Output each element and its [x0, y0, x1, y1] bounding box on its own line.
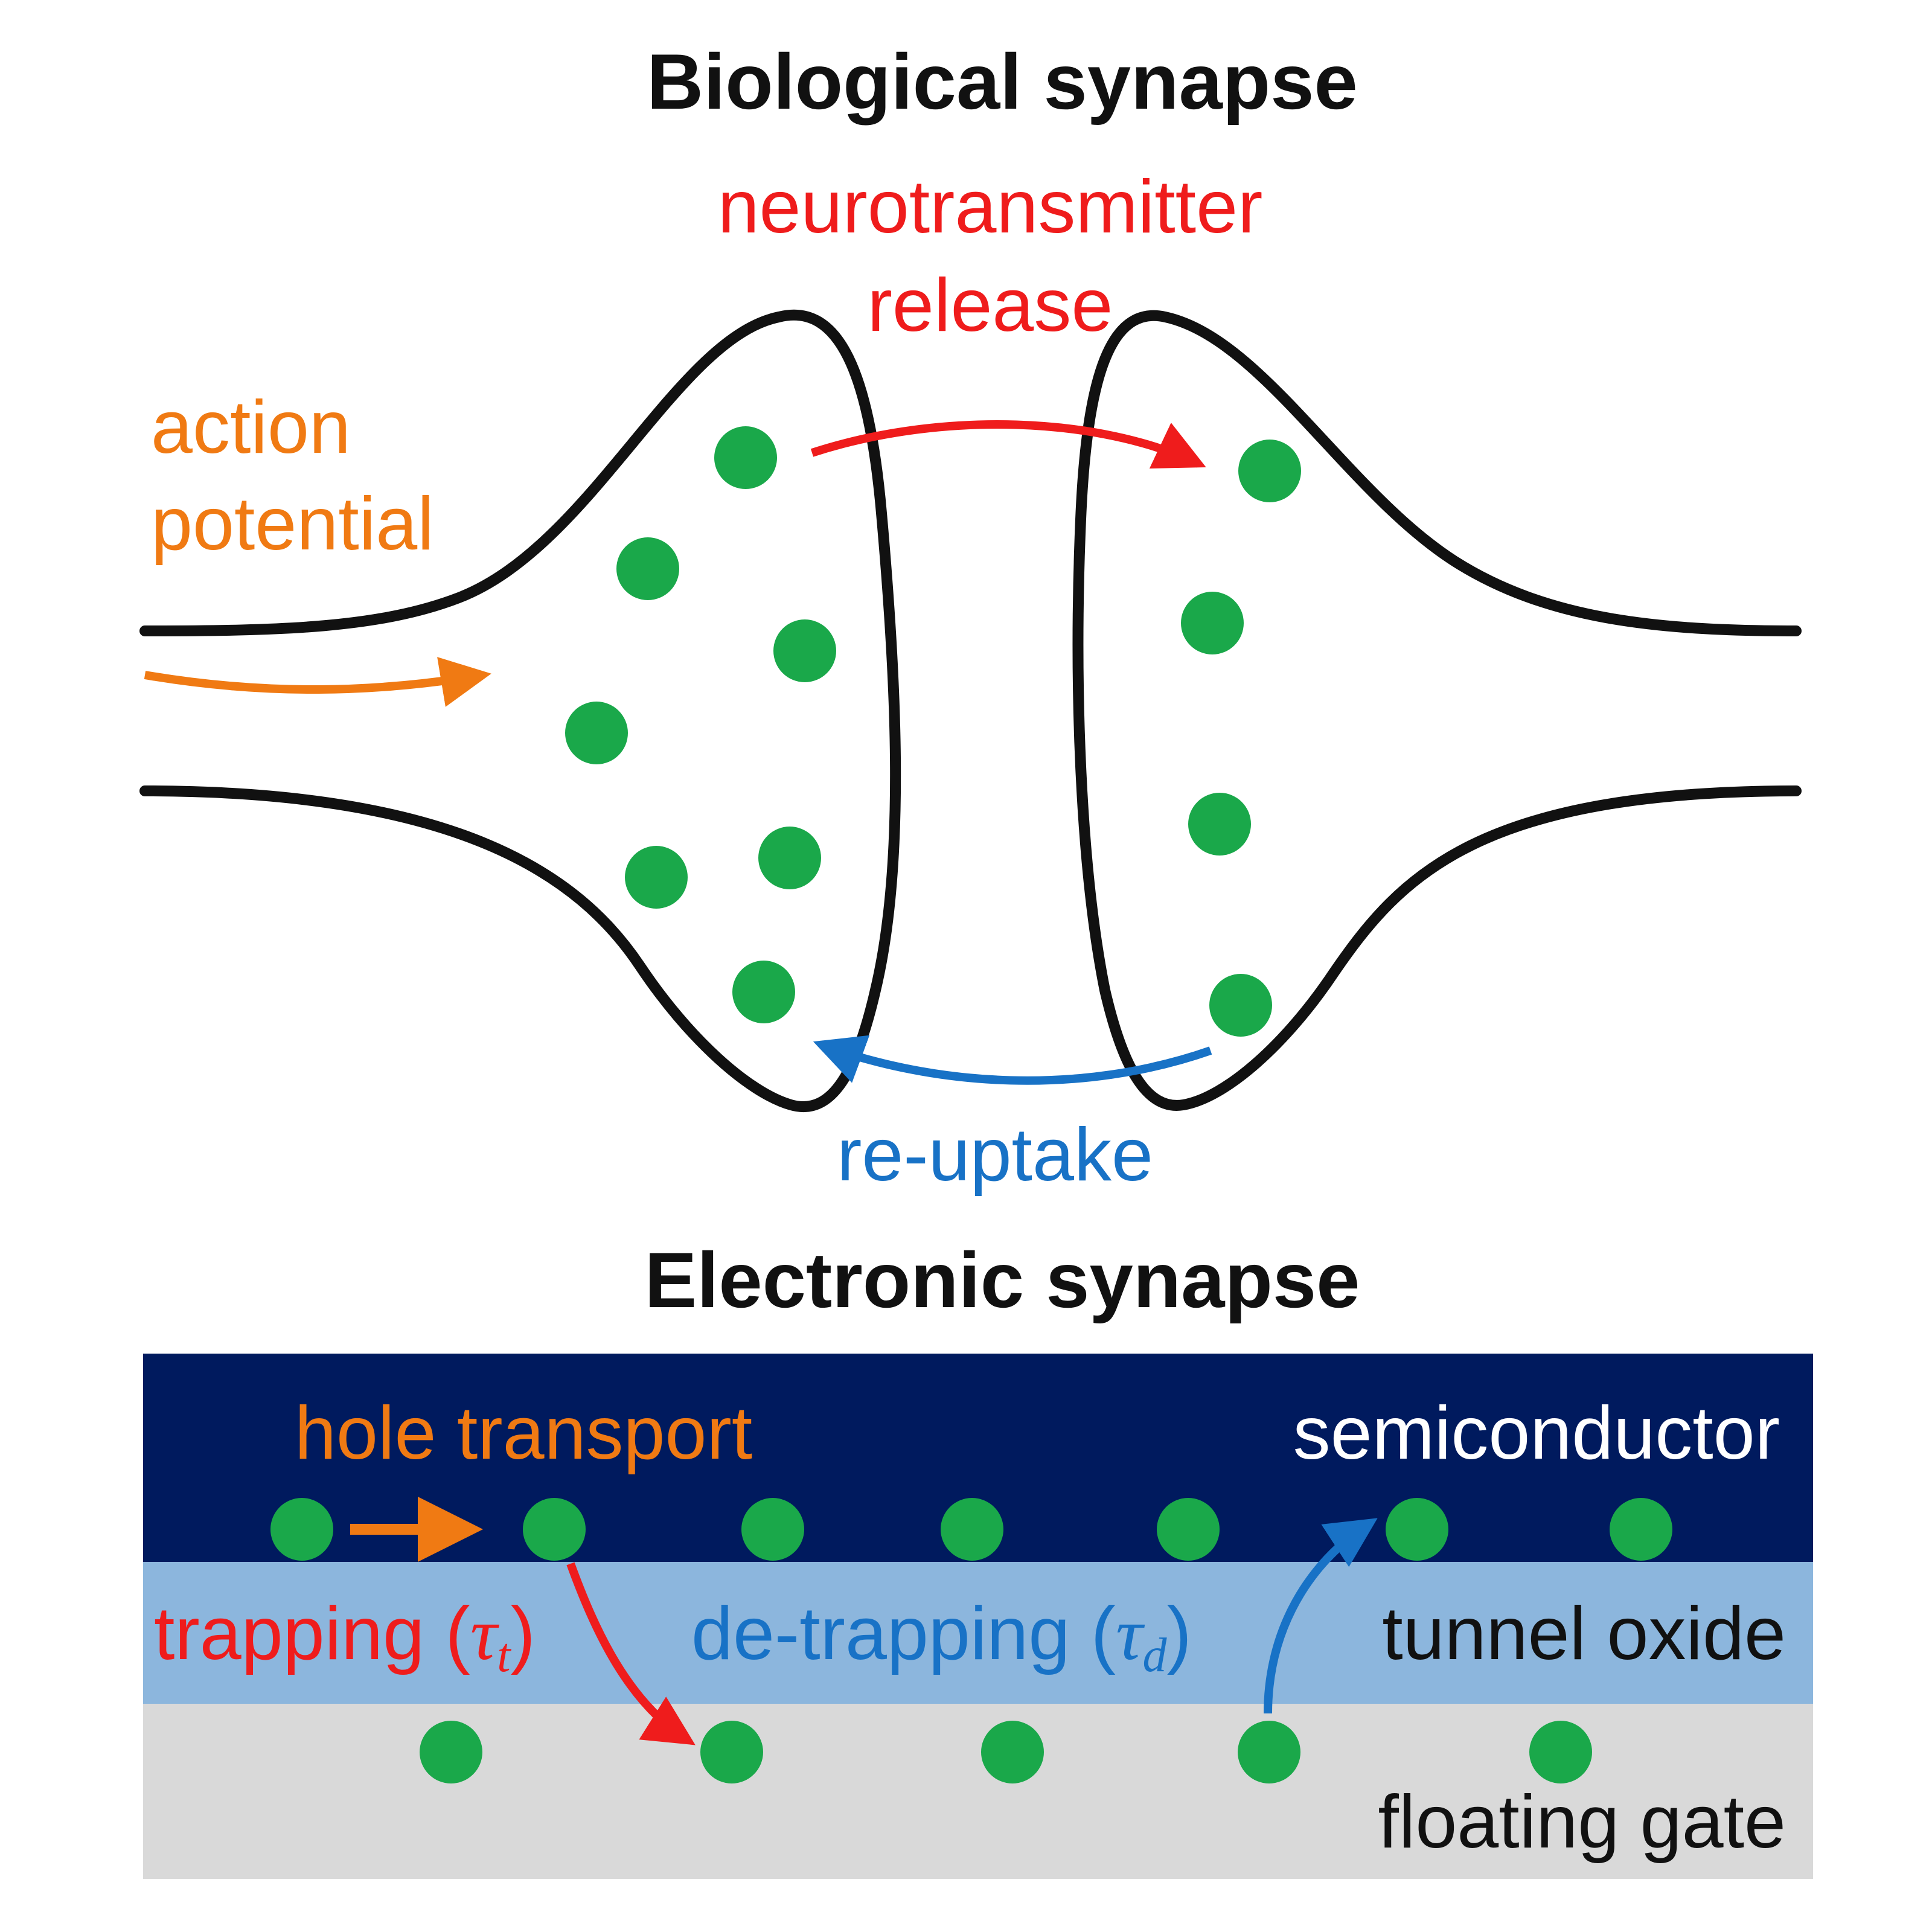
- semiconductor-charges: [270, 1498, 1672, 1561]
- tunnel-oxide-label: tunnel oxide: [1382, 1592, 1786, 1675]
- release-arrow: [810, 420, 1206, 469]
- vesicle: [773, 619, 836, 682]
- biological-title: Biological synapse: [647, 37, 1358, 126]
- floating-gate-charges: [420, 1721, 1592, 1783]
- detrapping-arrow: [1264, 1518, 1378, 1714]
- action-potential-label-line1: action: [151, 386, 351, 469]
- detrapping-label: de-trapping (τd): [691, 1592, 1192, 1682]
- reuptake-arrow: [813, 1035, 1212, 1085]
- presynaptic-membrane: [139, 309, 901, 1113]
- trapping-arrow: [566, 1562, 696, 1745]
- vesicle: [732, 961, 795, 1023]
- charge: [420, 1721, 482, 1783]
- action-potential-label-line2: potential: [151, 482, 434, 566]
- charge: [1157, 1498, 1220, 1561]
- charge: [741, 1498, 804, 1561]
- presynaptic-vesicles: [565, 426, 836, 1023]
- hole-transport-label: hole transport: [295, 1392, 752, 1475]
- floating-gate-layer: [143, 1704, 1813, 1879]
- charge: [1386, 1498, 1448, 1561]
- electronic-synapse-panel: Electronic synapse hole transport semico…: [143, 1236, 1813, 1879]
- vesicle: [616, 537, 679, 600]
- postsynaptic-membrane: [1072, 310, 1802, 1111]
- release-label-line2: release: [868, 264, 1113, 347]
- trapping-label: trapping (τt): [154, 1592, 536, 1682]
- charge: [523, 1498, 586, 1561]
- charge: [1529, 1721, 1592, 1783]
- charge: [1610, 1498, 1672, 1561]
- postsynaptic-vesicles: [1181, 440, 1301, 1037]
- charge: [1238, 1721, 1300, 1783]
- charge: [270, 1498, 333, 1561]
- floating-gate-label: floating gate: [1378, 1780, 1786, 1864]
- charge: [941, 1498, 1003, 1561]
- vesicle: [625, 846, 688, 909]
- electronic-title: Electronic synapse: [645, 1236, 1360, 1324]
- charge: [700, 1721, 763, 1783]
- vesicle: [714, 426, 777, 489]
- vesicle: [1181, 592, 1244, 654]
- reuptake-label: re-uptake: [837, 1113, 1153, 1197]
- vesicle: [1238, 440, 1301, 502]
- charge: [981, 1721, 1044, 1783]
- release-label-line1: neurotransmitter: [718, 165, 1263, 249]
- vesicle: [565, 702, 628, 764]
- vesicle: [758, 827, 821, 889]
- vesicle: [1209, 974, 1272, 1037]
- semiconductor-label: semiconductor: [1293, 1392, 1780, 1475]
- vesicle: [1188, 793, 1251, 856]
- biological-synapse-panel: Biological synapse neurotransmitter rele…: [139, 37, 1802, 1197]
- action-potential-arrow: [144, 657, 491, 707]
- tunnel-oxide-layer: [143, 1562, 1813, 1704]
